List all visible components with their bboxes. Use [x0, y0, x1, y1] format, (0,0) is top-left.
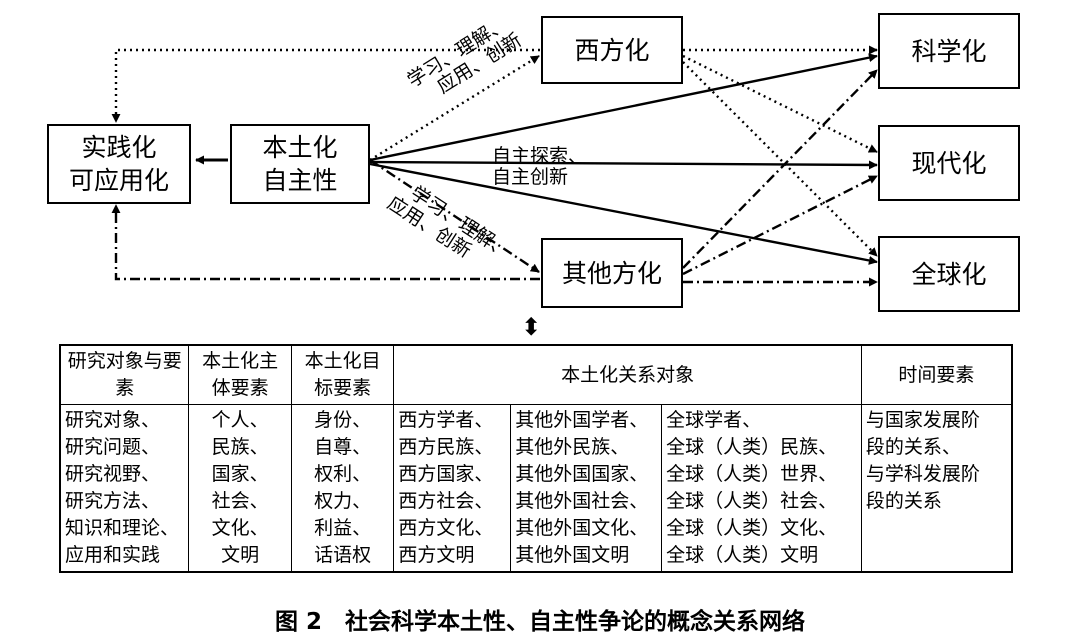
label-middle-line1: 自主探索、: [492, 145, 588, 167]
concept-diagram: 实践化 可应用化 本土化 自主性 西方化 其他方化 科学化 现代化 全球化 学习…: [47, 13, 1020, 312]
cell-line: 文明: [221, 544, 260, 566]
cell-line: 全球（人类）文明: [666, 544, 819, 566]
cell-line: 段的关系: [865, 490, 942, 512]
table-row: 研究对象、 研究问题、 研究视野、 研究方法、 知识和理论、 应用和实践 个人、…: [59, 404, 1013, 573]
cell-line: 研究方法、: [65, 490, 161, 512]
header-research: 研究对象与要素: [59, 344, 190, 405]
cell-line: 知识和理论、: [65, 517, 180, 539]
node-indigenous-line2: 自主性: [262, 166, 338, 195]
cell-western: 西方学者、 西方民族、 西方国家、 西方社会、 西方文化、 西方文明: [393, 404, 512, 573]
cell-line: 个人、: [211, 409, 269, 431]
cell-line: 西方文化、: [398, 517, 494, 539]
node-other: 其他方化: [541, 238, 683, 308]
cell-line: 应用和实践: [65, 544, 161, 566]
cell-line: 权力、: [314, 490, 372, 512]
cell-line: 西方文明: [398, 544, 475, 566]
table-header-row: 研究对象与要素 本土化主体要素 本土化目标要素 本土化关系对象 时间要素: [59, 344, 1013, 405]
arrow-other-to-modern: [682, 174, 878, 276]
cell-other-foreign: 其他外国学者、 其他外民族、 其他外国国家、 其他外国社会、 其他外国文化、 其…: [510, 404, 663, 573]
header-subject: 本土化主体要素: [188, 344, 292, 405]
cell-line: 国家、: [211, 463, 269, 485]
cell-line: 研究视野、: [65, 463, 161, 485]
node-indigenous: 本土化 自主性: [230, 124, 370, 204]
cell-line: 权利、: [314, 463, 372, 485]
node-science-label: 科学化: [911, 36, 987, 66]
node-practical-line1: 实践化: [81, 133, 157, 162]
node-indigenous-line1: 本土化: [262, 133, 338, 162]
arrow-indigenous-to-modern: [369, 160, 878, 170]
cell-line: 西方社会、: [398, 490, 494, 512]
cell-line: 其他外国文化、: [515, 517, 649, 539]
arrow-other-to-practical: [111, 204, 540, 281]
node-science: 科学化: [878, 13, 1020, 89]
cell-research: 研究对象、 研究问题、 研究视野、 研究方法、 知识和理论、 应用和实践: [59, 404, 190, 573]
cell-line: 其他外国文明: [515, 544, 630, 566]
cell-line: 身份、: [314, 409, 372, 431]
cell-line: 其他外国社会、: [515, 490, 649, 512]
cell-line: 全球学者、: [666, 409, 762, 431]
cell-subject: 个人、 民族、 国家、 社会、 文化、 文明: [188, 404, 292, 573]
cell-line: 全球（人类）民族、: [666, 436, 838, 458]
arrow-indigenous-to-science: [369, 53, 878, 162]
header-goal: 本土化目标要素: [290, 344, 395, 405]
cell-line: 段的关系、: [865, 436, 961, 458]
cell-line: 全球（人类）文化、: [666, 517, 838, 539]
attribute-table: 研究对象与要素 本土化主体要素 本土化目标要素 本土化关系对象 时间要素 研究对…: [59, 344, 1013, 573]
connector-lines: [111, 45, 878, 287]
arrow-western-to-modern: [682, 54, 878, 154]
double-arrow-icon: ⬍: [521, 313, 542, 341]
cell-line: 研究对象、: [65, 409, 161, 431]
header-relations: 本土化关系对象: [393, 344, 862, 405]
cell-line: 西方学者、: [398, 409, 494, 431]
cell-line: 与国家发展阶: [865, 409, 980, 431]
cell-line: 西方民族、: [398, 436, 494, 458]
cell-line: 其他外国国家、: [515, 463, 649, 485]
cell-line: 其他外国学者、: [515, 409, 649, 431]
cell-line: 民族、: [211, 436, 269, 458]
figure-caption: 图 2 社会科学本土性、自主性争论的概念关系网络: [274, 609, 805, 635]
cell-line: 西方国家、: [398, 463, 494, 485]
cell-goal: 身份、 自尊、 权利、 权力、 利益、 话语权: [290, 404, 395, 573]
cell-global: 全球学者、 全球（人类）民族、 全球（人类）世界、 全球（人类）社会、 全球（人…: [661, 404, 862, 573]
cell-line: 与学科发展阶: [865, 463, 980, 485]
cell-time: 与国家发展阶 段的关系、 与学科发展阶 段的关系: [860, 404, 1013, 573]
cell-line: 研究问题、: [65, 436, 161, 458]
cell-line: 全球（人类）世界、: [666, 463, 838, 485]
cell-line: 话语权: [314, 544, 372, 566]
cell-line: 利益、: [314, 517, 372, 539]
node-modern-label: 现代化: [911, 148, 987, 178]
cell-line: 其他外民族、: [515, 436, 630, 458]
arrow-indigenous-to-other: [369, 158, 540, 274]
arrow-other-to-science: [682, 69, 878, 269]
cell-line: 文化、: [211, 517, 269, 539]
cell-line: 社会、: [211, 490, 269, 512]
node-modern: 现代化: [878, 125, 1020, 201]
cell-line: 自尊、: [314, 436, 372, 458]
node-western-label: 西方化: [574, 35, 650, 65]
cell-line: 全球（人类）社会、: [666, 490, 838, 512]
arrow-western-to-global: [682, 61, 878, 257]
node-global-label: 全球化: [911, 259, 987, 289]
node-global: 全球化: [878, 236, 1020, 312]
node-other-label: 其他方化: [561, 258, 662, 288]
header-time: 时间要素: [860, 344, 1013, 405]
arrow-indigenous-to-global: [369, 162, 878, 265]
label-middle-line2: 自主创新: [492, 166, 569, 188]
node-practical: 实践化 可应用化: [47, 124, 191, 204]
label-middle: 自主探索、 自主创新: [492, 146, 587, 188]
node-practical-line2: 可应用化: [68, 166, 169, 195]
node-western: 西方化: [541, 16, 683, 84]
